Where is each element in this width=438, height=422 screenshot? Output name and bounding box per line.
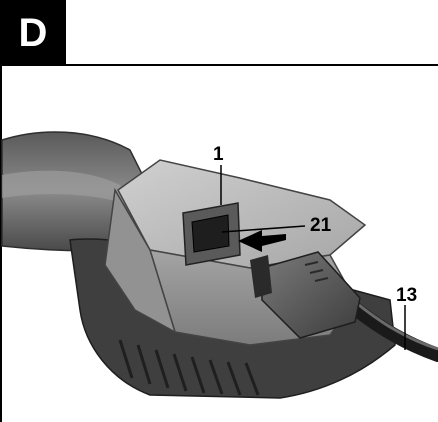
leader-line-21 bbox=[221, 225, 306, 233]
panel-letter-box: D bbox=[0, 0, 66, 66]
panel-letter: D bbox=[18, 11, 48, 55]
socket-port bbox=[191, 214, 230, 253]
insertion-arrow bbox=[238, 230, 286, 252]
callout-usb-cable: 13 bbox=[396, 285, 418, 306]
frame-top-rule bbox=[66, 64, 438, 66]
housing-side bbox=[104, 187, 177, 334]
callout-device: 1 bbox=[213, 144, 224, 165]
grip-ribs bbox=[118, 339, 260, 396]
usb-plug-body bbox=[261, 251, 361, 339]
callout-usb-socket: 21 bbox=[310, 215, 332, 236]
usb-plug-face bbox=[250, 255, 272, 298]
handle-grip-highlight bbox=[2, 170, 130, 205]
usb-plug-grip bbox=[304, 261, 329, 282]
frame-left-rule bbox=[0, 66, 2, 422]
